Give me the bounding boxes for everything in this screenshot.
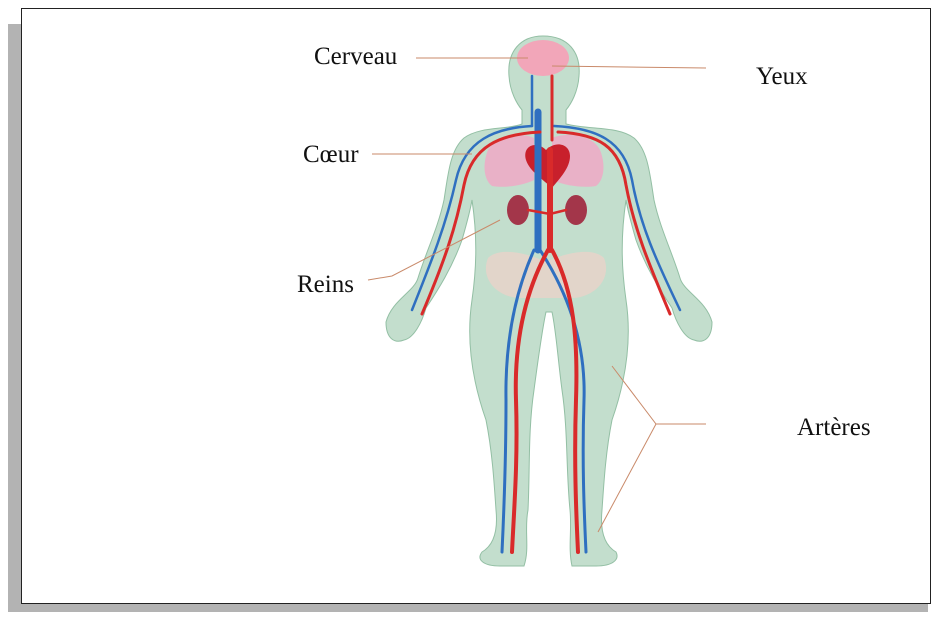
- label-brain: Cerveau: [314, 44, 397, 69]
- label-eyes: Yeux: [756, 64, 808, 89]
- arteries-leader: [612, 366, 706, 424]
- right-kidney: [565, 195, 587, 225]
- left-kidney: [507, 195, 529, 225]
- label-kidneys: Reins: [297, 272, 354, 297]
- label-heart: Cœur: [303, 142, 359, 167]
- label-arteries: Artères: [797, 415, 871, 440]
